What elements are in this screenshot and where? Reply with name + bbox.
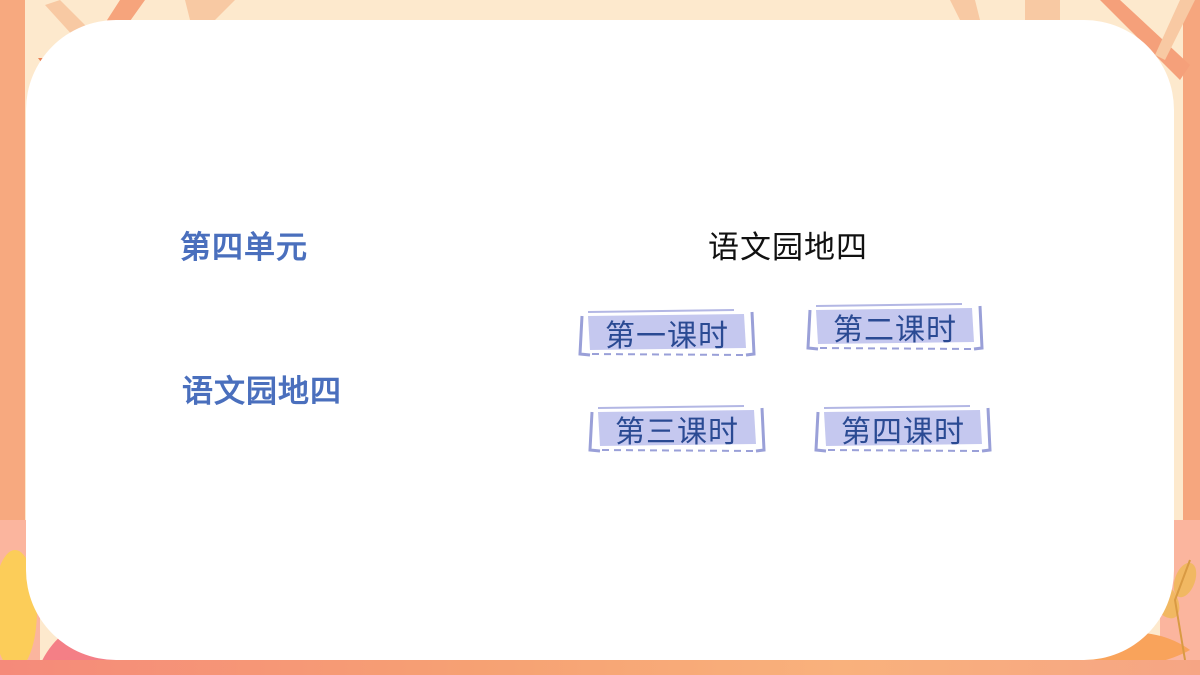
lesson-2-label: 第二课时 (833, 313, 957, 348)
lesson-2-button[interactable]: 第二课时 (802, 302, 988, 352)
section-label[interactable]: 语文园地四 (182, 374, 342, 410)
bottom-decorative-strip (0, 660, 1200, 675)
lesson-1-button[interactable]: 第一课时 (574, 308, 760, 358)
brush-frame-icon (588, 405, 766, 453)
lesson-3-label: 第三课时 (615, 415, 739, 450)
brush-frame-icon (578, 309, 756, 357)
brush-frame-icon (814, 405, 992, 453)
lesson-4-button[interactable]: 第四课时 (810, 404, 996, 454)
lesson-1-label: 第一课时 (605, 319, 729, 354)
lesson-4-label: 第四课时 (841, 415, 965, 450)
unit-label: 第四单元 (180, 230, 308, 266)
page-title: 语文园地四 (708, 230, 868, 266)
lesson-3-button[interactable]: 第三课时 (584, 404, 770, 454)
brush-frame-icon (806, 303, 984, 351)
